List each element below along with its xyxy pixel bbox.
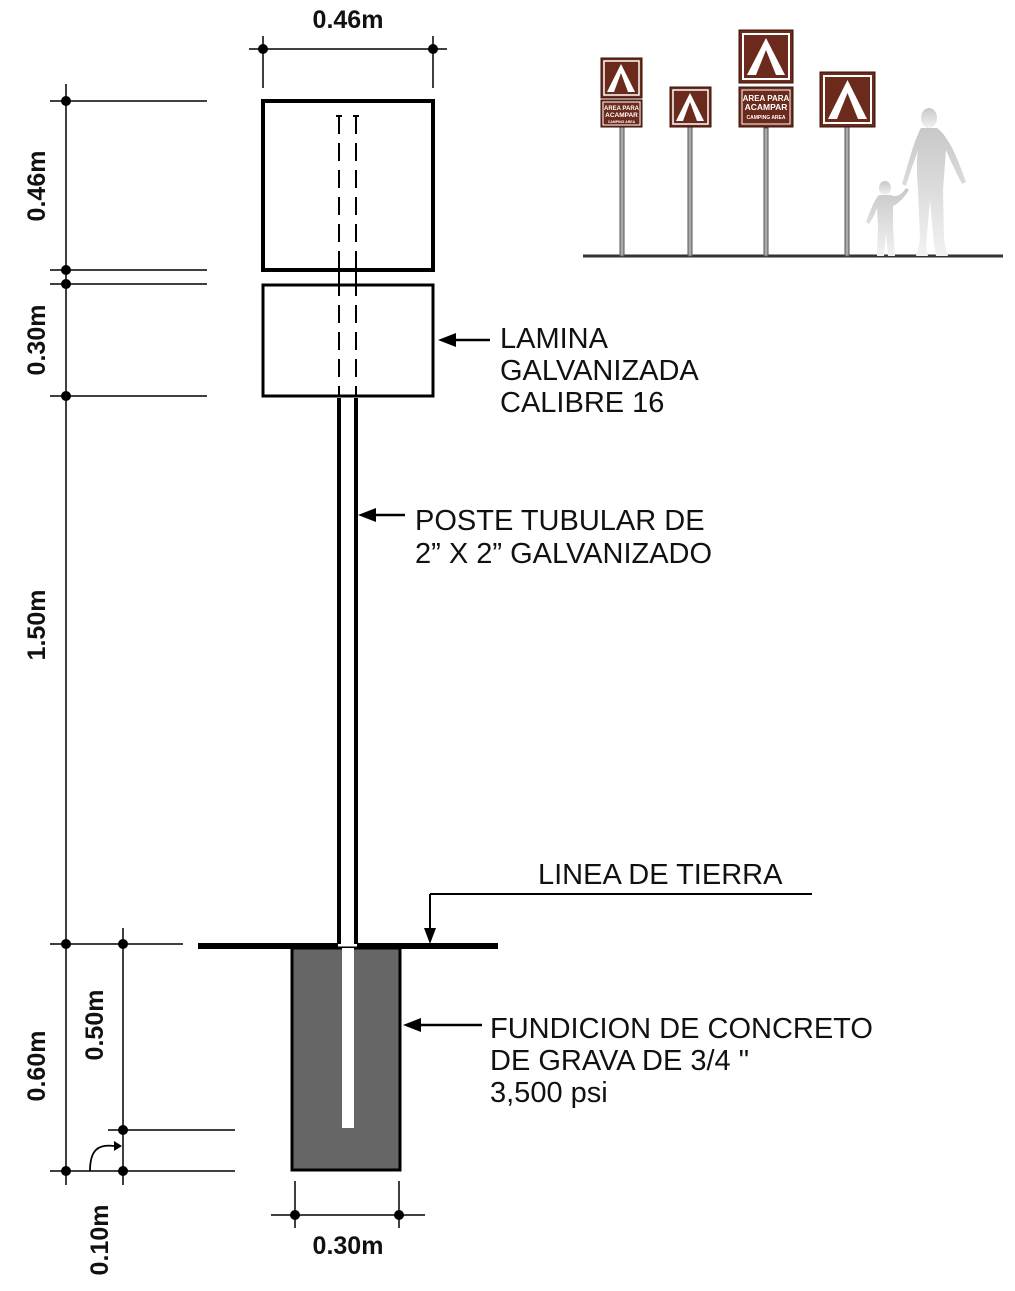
callout-sheet: LAMINA GALVANIZADA CALIBRE 16 [438, 323, 699, 419]
lower-sign-panel [261, 283, 435, 398]
preview-sign-4 [819, 71, 876, 257]
top-width-dimension: 0.46m [249, 6, 447, 88]
plaque-3-line1: AREA PARA [743, 94, 790, 103]
dim-upper-panel: 0.46m [23, 151, 51, 222]
callout-ground-line: LINEA DE TIERRA [424, 859, 812, 944]
callout-concrete: FUNDICION DE CONCRETO DE GRAVA DE 3/4 " … [403, 1013, 873, 1109]
tubular-post [337, 398, 358, 944]
hidden-post-lines [338, 116, 357, 396]
dim-post-height: 1.50m [23, 590, 51, 661]
dim-footing-width: 0.30m [313, 1232, 384, 1260]
dim-lower-panel: 0.30m [23, 305, 51, 376]
embedded-post [342, 948, 354, 1128]
plaque-3-line2: ACAMPAR [745, 102, 788, 112]
note-post-line2: 2” X 2” GALVANIZADO [415, 538, 712, 570]
note-concrete-line3: 3,500 psi [490, 1077, 608, 1109]
child-figure [866, 181, 909, 256]
panel-connector [338, 270, 357, 285]
dim-sign-width: 0.46m [313, 6, 384, 34]
plaque-1-line1: AREA PARA [604, 106, 640, 112]
upper-sign-panel [261, 99, 435, 272]
left-dimension-chain [50, 84, 235, 1185]
note-ground-line: LINEA DE TIERRA [538, 859, 783, 891]
note-sheet-line2: GALVANIZADA [500, 355, 699, 387]
dim-footing-base: 0.10m [86, 1205, 114, 1276]
plaque-1-line2: ACAMPAR [605, 112, 638, 119]
note-sheet-line3: CALIBRE 16 [500, 387, 664, 419]
footing-dimension-chain [89, 928, 235, 1185]
plaque-3-line3: CAMPING AREA [747, 115, 786, 121]
plaque-1-line3: CAMPING AREA [608, 120, 636, 124]
dim-footing-total: 0.60m [23, 1031, 51, 1102]
signs-preview-illustration: AREA PARA ACAMPAR CAMPING AREA AREA PARA… [583, 29, 1003, 258]
callout-post: POSTE TUBULAR DE 2” X 2” GALVANIZADO [358, 505, 712, 570]
note-sheet-line1: LAMINA [500, 323, 609, 355]
preview-sign-2 [669, 86, 712, 257]
preview-sign-1: AREA PARA ACAMPAR CAMPING AREA [600, 57, 643, 257]
dim-footing-post: 0.50m [81, 990, 109, 1061]
note-concrete-line2: DE GRAVA DE 3/4 " [490, 1045, 749, 1077]
adult-figure [902, 108, 966, 256]
note-concrete-line1: FUNDICION DE CONCRETO [490, 1013, 873, 1045]
note-post-line1: POSTE TUBULAR DE [415, 505, 705, 537]
preview-sign-3: AREA PARA ACAMPAR CAMPING AREA [738, 29, 794, 257]
bottom-width-dimension: 0.30m [271, 1181, 425, 1260]
